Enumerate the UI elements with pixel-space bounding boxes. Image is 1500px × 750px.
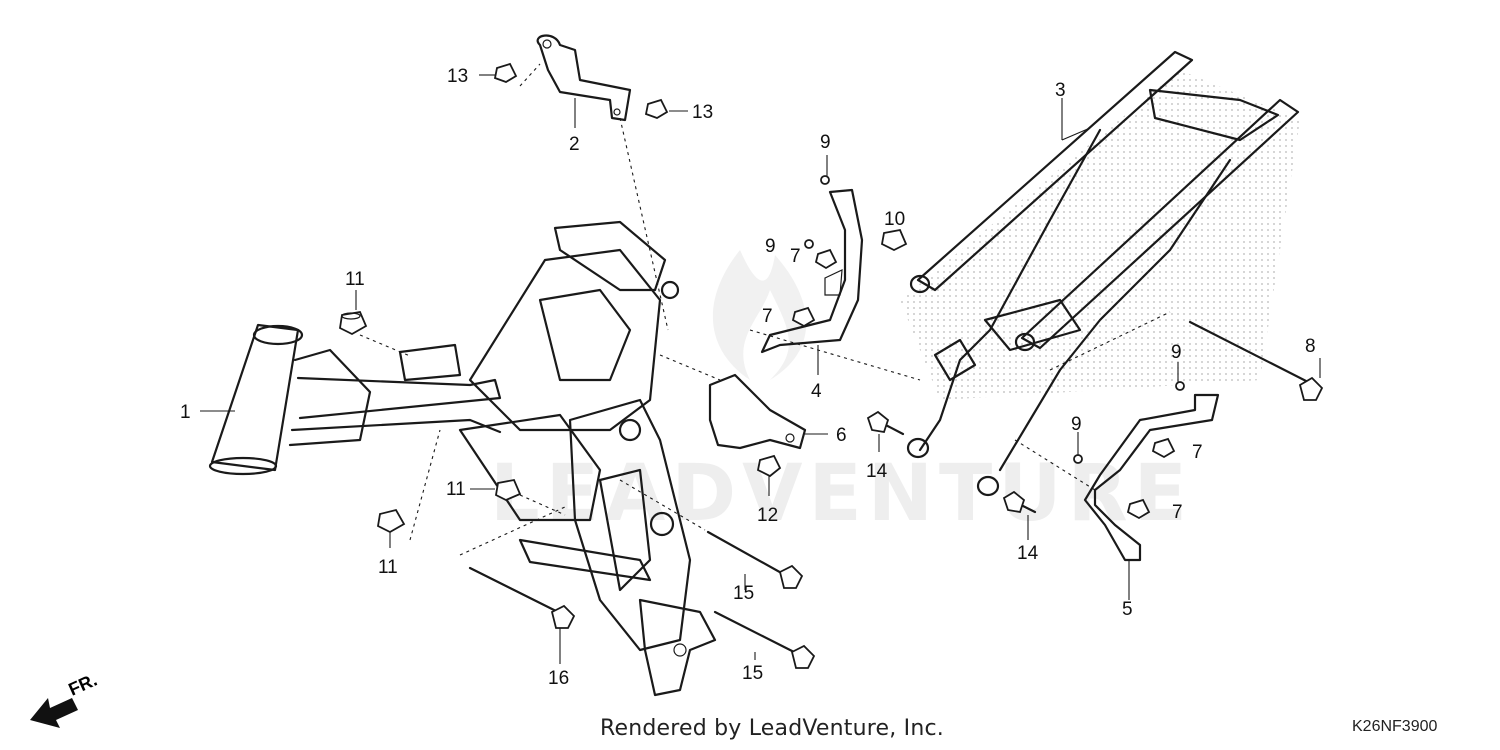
- callout-10: 10: [884, 209, 905, 230]
- bolt-13a: [493, 62, 518, 83]
- bolt-13b: [644, 98, 669, 119]
- callout-13b: 13: [692, 102, 713, 123]
- callout-13a: 13: [447, 66, 468, 87]
- watermark-text: LEADVENTURE: [490, 449, 1193, 539]
- screw-9b: [804, 239, 814, 249]
- long-bolt-8: [1188, 320, 1324, 401]
- callout-4: 4: [811, 381, 822, 402]
- callout-3: 3: [1055, 80, 1066, 101]
- bolt-14b: [1002, 490, 1037, 514]
- part-1-main-frame: [208, 220, 717, 697]
- screw-9c: [1175, 381, 1185, 391]
- front-label: FR.: [65, 670, 100, 700]
- screw-9a: [820, 175, 830, 185]
- leader-lines: [200, 63, 1321, 664]
- callout-11c: 11: [378, 557, 398, 578]
- callout-2: 2: [569, 134, 580, 155]
- callout-7d: 7: [1172, 502, 1183, 523]
- nut-10: [880, 228, 908, 252]
- long-bolt-15b: [713, 610, 816, 669]
- callout-14b: 14: [1017, 543, 1039, 564]
- callout-11b: 11: [446, 479, 466, 500]
- callout-7c: 7: [1192, 442, 1203, 463]
- callout-9c: 9: [1171, 342, 1182, 363]
- front-arrow-icon: [30, 698, 78, 728]
- long-bolt-16: [468, 566, 576, 629]
- callout-7a: 7: [790, 246, 801, 267]
- bolt-14a: [866, 410, 905, 436]
- callout-labels: 1 2 3 4 5 6 7 7 7 7 8 9 9 9 9 10 11 11 1…: [180, 66, 1316, 689]
- watermark: LEADVENTURE: [490, 250, 1193, 539]
- callout-1: 1: [180, 402, 191, 423]
- callout-15b: 15: [742, 663, 763, 684]
- bolt-12: [756, 454, 782, 478]
- bolt-7b: [791, 306, 816, 328]
- callout-6: 6: [836, 425, 847, 446]
- nut-11a: [339, 310, 368, 336]
- callout-8: 8: [1305, 336, 1316, 357]
- render-credit: Rendered by LeadVenture, Inc.: [600, 716, 944, 741]
- screw-9d: [1073, 454, 1083, 464]
- callout-14a: 14: [866, 461, 888, 482]
- bolt-7c: [1151, 437, 1176, 459]
- callout-9b: 9: [765, 236, 776, 257]
- callout-11a: 11: [345, 269, 365, 290]
- callout-9a: 9: [820, 132, 831, 153]
- part-5-rear-side-bracket: [1083, 393, 1220, 562]
- long-bolt-15a: [706, 530, 804, 589]
- bolt-7a: [814, 248, 838, 270]
- bolt-7d: [1126, 498, 1151, 520]
- nut-11c: [377, 508, 406, 534]
- diagram-code: K26NF3900: [1352, 718, 1438, 735]
- callout-15a: 15: [733, 583, 754, 604]
- callout-5: 5: [1122, 599, 1133, 620]
- part-3-rear-subframe: [906, 50, 1300, 497]
- callout-9d: 9: [1071, 414, 1082, 435]
- callout-12: 12: [757, 505, 778, 526]
- nut-11b: [495, 478, 522, 501]
- callout-16: 16: [548, 668, 569, 689]
- part-4-side-bracket: [760, 188, 864, 354]
- front-direction-indicator: FR.: [30, 670, 100, 728]
- part-2-upper-bracket: [536, 34, 632, 122]
- callout-7b: 7: [762, 306, 773, 327]
- part-6-plate: [708, 373, 807, 450]
